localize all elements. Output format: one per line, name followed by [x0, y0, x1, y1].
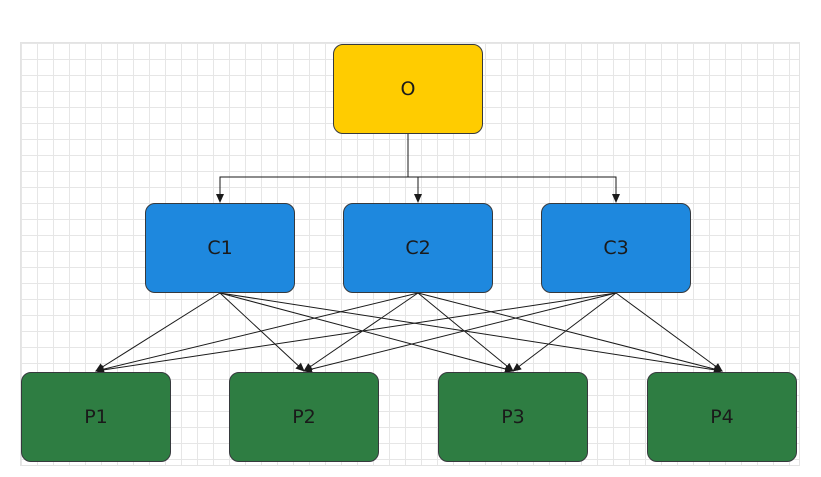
edge-c2-p4: [417, 292, 723, 373]
edge-c1-p4: [219, 292, 723, 374]
node-p2[interactable]: P2: [229, 372, 379, 462]
edge-c2-p1: [95, 292, 419, 374]
edge-c3-p2: [303, 292, 617, 373]
node-o[interactable]: O: [333, 44, 483, 134]
edge-c2-p3: [417, 292, 514, 372]
node-p1[interactable]: P1: [21, 372, 171, 462]
node-c2[interactable]: C2: [343, 203, 493, 293]
node-p4-label: P4: [710, 406, 734, 428]
node-c1-label: C1: [207, 237, 233, 259]
node-p3-label: P3: [501, 406, 525, 428]
node-c3-label: C3: [603, 237, 629, 259]
node-c1[interactable]: C1: [145, 203, 295, 293]
node-p4[interactable]: P4: [647, 372, 797, 462]
node-p3[interactable]: P3: [438, 372, 588, 462]
edge-o-c3: [407, 134, 620, 203]
edge-c3-p4: [615, 292, 723, 372]
edge-c3-p3: [512, 292, 617, 372]
edge-c1-p3: [219, 292, 514, 373]
node-p1-label: P1: [84, 406, 108, 428]
node-p2-label: P2: [292, 406, 316, 428]
edge-c1-p1: [95, 292, 221, 372]
node-c2-label: C2: [405, 237, 431, 259]
node-c3[interactable]: C3: [541, 203, 691, 293]
edge-o-c2: [407, 134, 422, 203]
edge-c2-p2: [303, 292, 419, 372]
edge-c3-p1: [95, 292, 617, 374]
node-o-label: O: [400, 78, 416, 100]
edge-c1-p2: [219, 292, 305, 372]
edge-o-c1: [216, 134, 409, 203]
